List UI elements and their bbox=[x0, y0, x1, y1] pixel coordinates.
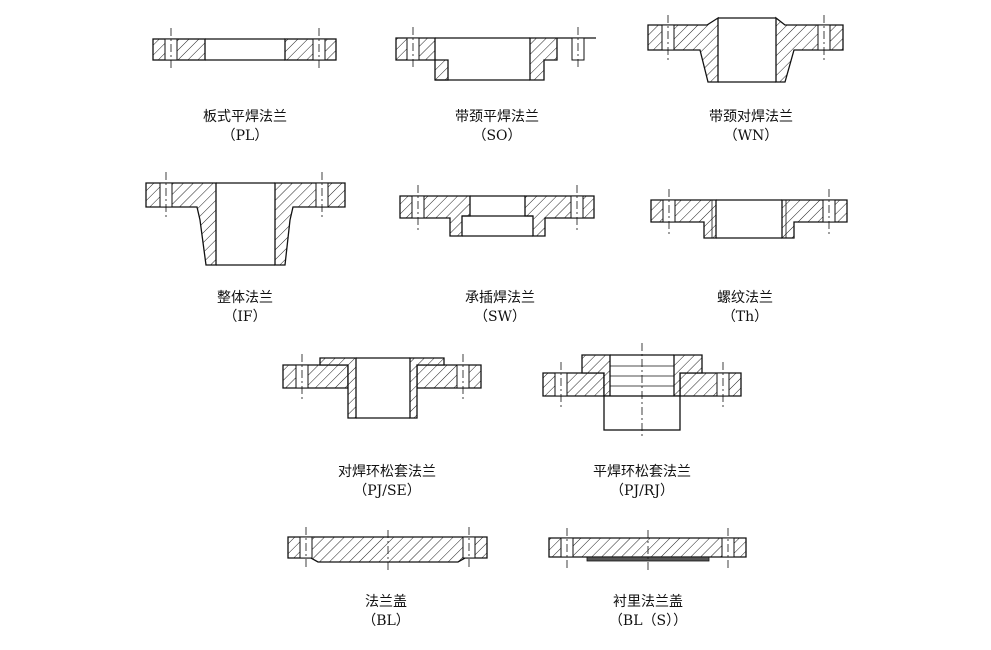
flange-pl-label: 板式平焊法兰 （PL） bbox=[203, 108, 287, 146]
flange-bl-label: 法兰盖 （BL） bbox=[362, 593, 410, 631]
flange-bl-s-name: 衬里法兰盖 bbox=[613, 594, 683, 610]
flange-if-name: 整体法兰 bbox=[217, 290, 273, 306]
flange-sw-code: （SW） bbox=[474, 309, 526, 325]
flange-bl-drawing bbox=[287, 527, 488, 570]
flange-th-name: 螺纹法兰 bbox=[717, 290, 773, 306]
flange-pj-se-label: 对焊环松套法兰 （PJ/SE） bbox=[338, 463, 436, 501]
flange-so-code: （SO） bbox=[472, 128, 522, 144]
flange-pj-rj-name: 平焊环松套法兰 bbox=[593, 464, 691, 480]
flange-so-label: 带颈平焊法兰 （SO） bbox=[455, 108, 539, 146]
flange-sw-name: 承插焊法兰 bbox=[465, 290, 535, 306]
flange-bl-name: 法兰盖 bbox=[365, 594, 407, 610]
flange-th-drawing bbox=[650, 189, 848, 239]
flange-wn-label: 带颈对焊法兰 （WN） bbox=[709, 108, 793, 146]
flange-sw-drawing bbox=[399, 185, 595, 237]
flange-wn-name: 带颈对焊法兰 bbox=[709, 109, 793, 125]
flange-pj-se-drawing bbox=[282, 354, 482, 419]
flange-pj-rj-drawing bbox=[542, 343, 742, 438]
flange-if-code: （IF） bbox=[223, 309, 267, 325]
flange-so-drawing bbox=[395, 27, 596, 81]
flange-bl-code: （BL） bbox=[362, 613, 410, 629]
flange-so-name: 带颈平焊法兰 bbox=[455, 109, 539, 125]
flange-bl-s-label: 衬里法兰盖 （BL（S）） bbox=[609, 593, 687, 631]
flange-th-label: 螺纹法兰 （Th） bbox=[717, 289, 773, 327]
flange-pj-rj-label: 平焊环松套法兰 （PJ/RJ） bbox=[593, 463, 691, 501]
flange-wn-code: （WN） bbox=[723, 128, 779, 144]
flange-pj-rj-code: （PJ/RJ） bbox=[610, 483, 674, 499]
flange-wn-drawing bbox=[647, 15, 844, 83]
flange-pl-name: 板式平焊法兰 bbox=[203, 109, 287, 125]
flange-pj-se-code: （PJ/SE） bbox=[353, 483, 421, 499]
flange-pl-drawing bbox=[152, 28, 337, 70]
flange-bl-s-drawing bbox=[548, 528, 747, 570]
flange-sw-label: 承插焊法兰 （SW） bbox=[465, 289, 535, 327]
flange-if-drawing bbox=[145, 172, 346, 266]
flange-pl-code: （PL） bbox=[221, 128, 269, 144]
flange-th-code: （Th） bbox=[721, 309, 769, 325]
flange-bl-s-code: （BL（S）） bbox=[608, 613, 688, 629]
flange-pj-se-name: 对焊环松套法兰 bbox=[338, 464, 436, 480]
flange-if-label: 整体法兰 （IF） bbox=[217, 289, 273, 327]
